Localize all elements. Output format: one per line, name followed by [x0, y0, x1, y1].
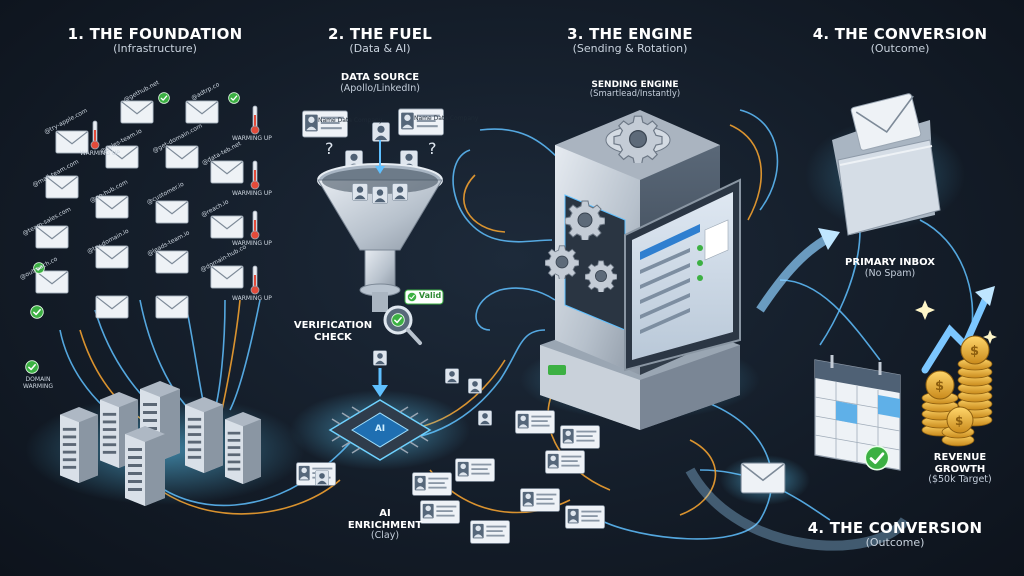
- sending-engine-label: SENDING ENGINE (Smartlead/Instantly): [575, 80, 695, 100]
- sending-engine-title: SENDING ENGINE: [591, 80, 679, 90]
- warmup-label: WARMING UP: [232, 240, 272, 247]
- bottom-envelope: [720, 455, 810, 505]
- stage-4-title-top: 4. THE CONVERSION: [812, 25, 988, 43]
- primary-inbox-folder: [805, 93, 965, 236]
- calendar-meeting: [814, 355, 901, 471]
- warmup-label: WARMING UP: [232, 190, 272, 197]
- stage-2-subtitle: (Data & AI): [349, 42, 411, 56]
- stage-3-title: 3. THE ENGINE: [567, 25, 693, 43]
- ai-enrichment-label: AI ENRICHMENT (Clay): [345, 508, 425, 542]
- warmup-label: WARMING UP: [232, 295, 272, 302]
- ai-enrichment-line1: AI: [379, 508, 391, 519]
- stage-4-subtitle-top: (Outcome): [870, 42, 930, 56]
- valid-badge: Valid: [418, 291, 442, 300]
- warmup-label: WARMING UP: [80, 150, 120, 157]
- warmup-label: WARMING UP: [232, 135, 272, 142]
- stage-4-title-bottom: 4. THE CONVERSION: [807, 519, 983, 537]
- verification-line1: VERIFICATION: [293, 320, 373, 331]
- svg-text:$: $: [970, 344, 979, 359]
- ai-chip-label: AI: [374, 424, 386, 434]
- svg-text:$: $: [955, 414, 963, 428]
- primary-inbox-title: PRIMARY INBOX: [845, 257, 935, 268]
- stage-1-heading: 1. THE FOUNDATION (Infrastructure): [55, 25, 255, 56]
- dashboard-monitor: [624, 178, 741, 372]
- revenue-growth-label: REVENUE GROWTH ($50k Target): [915, 452, 1005, 486]
- server-rack: [25, 381, 305, 506]
- stage-4-heading-top: 4. THE CONVERSION (Outcome): [800, 25, 1000, 56]
- svg-text:?: ?: [325, 139, 334, 158]
- ai-enrichment-line2: ENRICHMENT: [347, 519, 423, 531]
- stage-2-title: 2. THE FUEL: [327, 25, 433, 43]
- verification-label: VERIFICATION CHECK: [288, 320, 378, 343]
- stage-4-heading-bottom: 4. THE CONVERSION (Outcome): [795, 519, 995, 550]
- stage-2-heading: 2. THE FUEL (Data & AI): [305, 25, 455, 56]
- ai-enrichment-sub: (Clay): [370, 530, 400, 541]
- revenue-line2: GROWTH: [934, 463, 986, 475]
- primary-inbox-label: PRIMARY INBOX (No Spam): [835, 257, 945, 279]
- data-funnel: ? ?: [302, 108, 444, 397]
- revenue-sub: ($50k Target): [928, 474, 992, 485]
- svg-text:?: ?: [428, 139, 437, 158]
- domain-status-label: DOMAIN WARMING: [23, 376, 53, 390]
- stage-4-subtitle-bottom: (Outcome): [865, 536, 925, 550]
- card-text-1: Name Data Company: [318, 117, 383, 124]
- revenue-coins: $ $ $: [915, 300, 997, 447]
- sending-engine-subtitle: (Smartlead/Instantly): [589, 89, 681, 100]
- flow-lines-blue: [59, 109, 974, 540]
- swoosh-arrows: [685, 228, 995, 551]
- stage-3-subtitle: (Sending & Rotation): [572, 42, 688, 56]
- svg-text:$: $: [935, 379, 944, 394]
- stage-1-title: 1. THE FOUNDATION: [67, 25, 243, 43]
- ai-chip: [290, 390, 470, 470]
- primary-inbox-subtitle: (No Spam): [864, 267, 916, 279]
- revenue-line1: REVENUE: [933, 452, 987, 463]
- data-source-subtitle: (Apollo/LinkedIn): [340, 82, 420, 94]
- data-source-title: DATA SOURCE: [340, 72, 420, 83]
- stage-3-heading: 3. THE ENGINE (Sending & Rotation): [545, 25, 715, 56]
- stage-1-subtitle: (Infrastructure): [113, 42, 197, 56]
- verification-line2: CHECK: [314, 331, 352, 343]
- card-text-2: Name Data Company: [414, 115, 479, 122]
- data-source-label: DATA SOURCE (Apollo/LinkedIn): [320, 72, 440, 94]
